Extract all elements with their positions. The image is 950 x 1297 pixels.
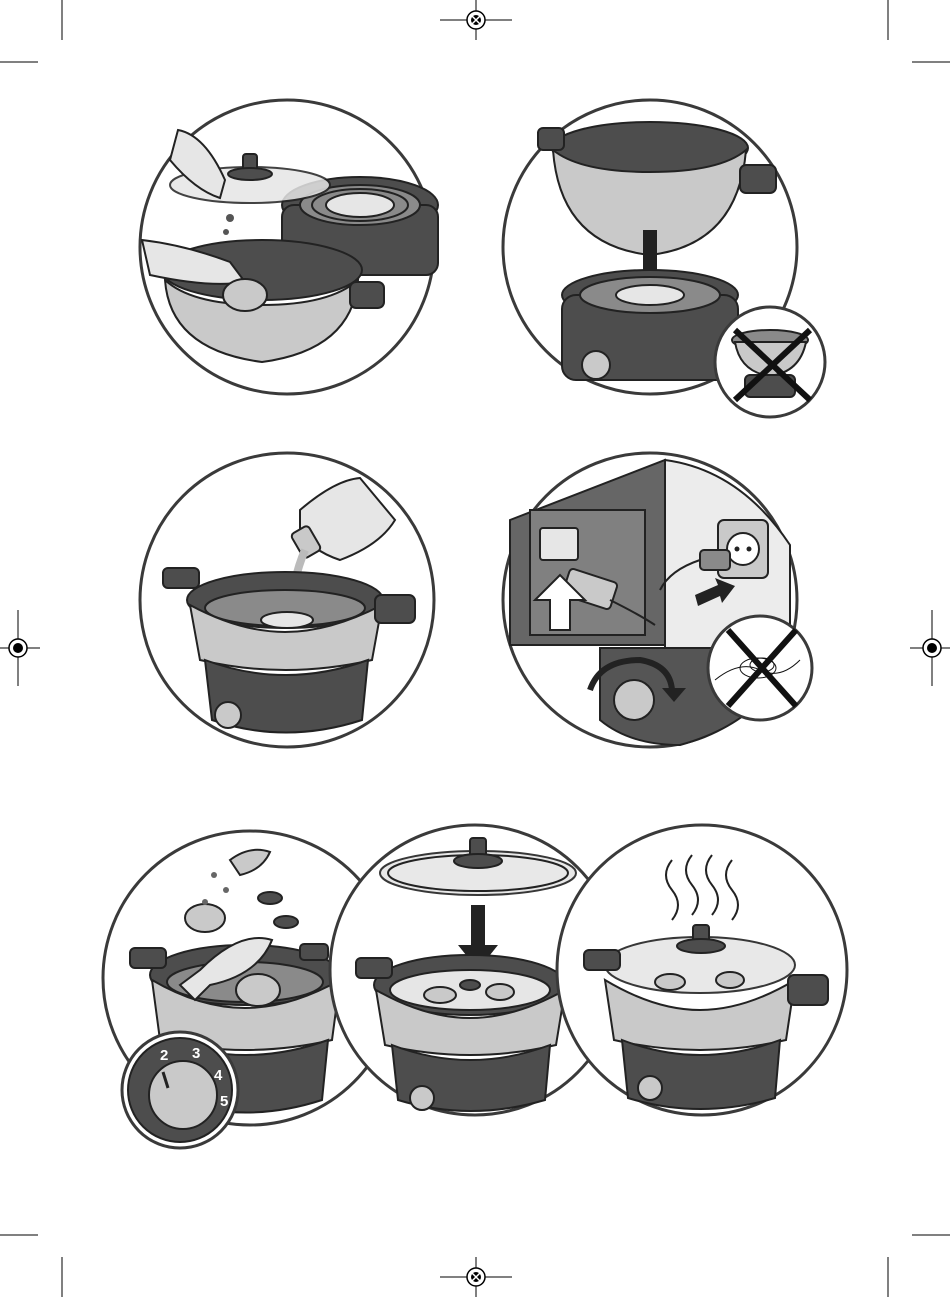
dial-label-2: 2 (160, 1047, 168, 1064)
registration-mark-icon (910, 610, 950, 686)
step-3-illustration (140, 453, 434, 747)
step-2-warning-inset (715, 307, 825, 417)
step-5-dial-inset: 2 3 4 5 (122, 1032, 238, 1148)
step-1-illustration (140, 100, 438, 394)
registration-mark-icon (0, 610, 40, 686)
dial-label-5: 5 (220, 1093, 228, 1110)
dial-label-3: 3 (192, 1045, 200, 1062)
step-7-illustration (557, 825, 847, 1115)
step-4-warning-inset (708, 616, 812, 720)
dial-label-4: 4 (214, 1067, 223, 1084)
registration-mark-icon (440, 1257, 512, 1297)
registration-mark-icon (440, 0, 512, 40)
